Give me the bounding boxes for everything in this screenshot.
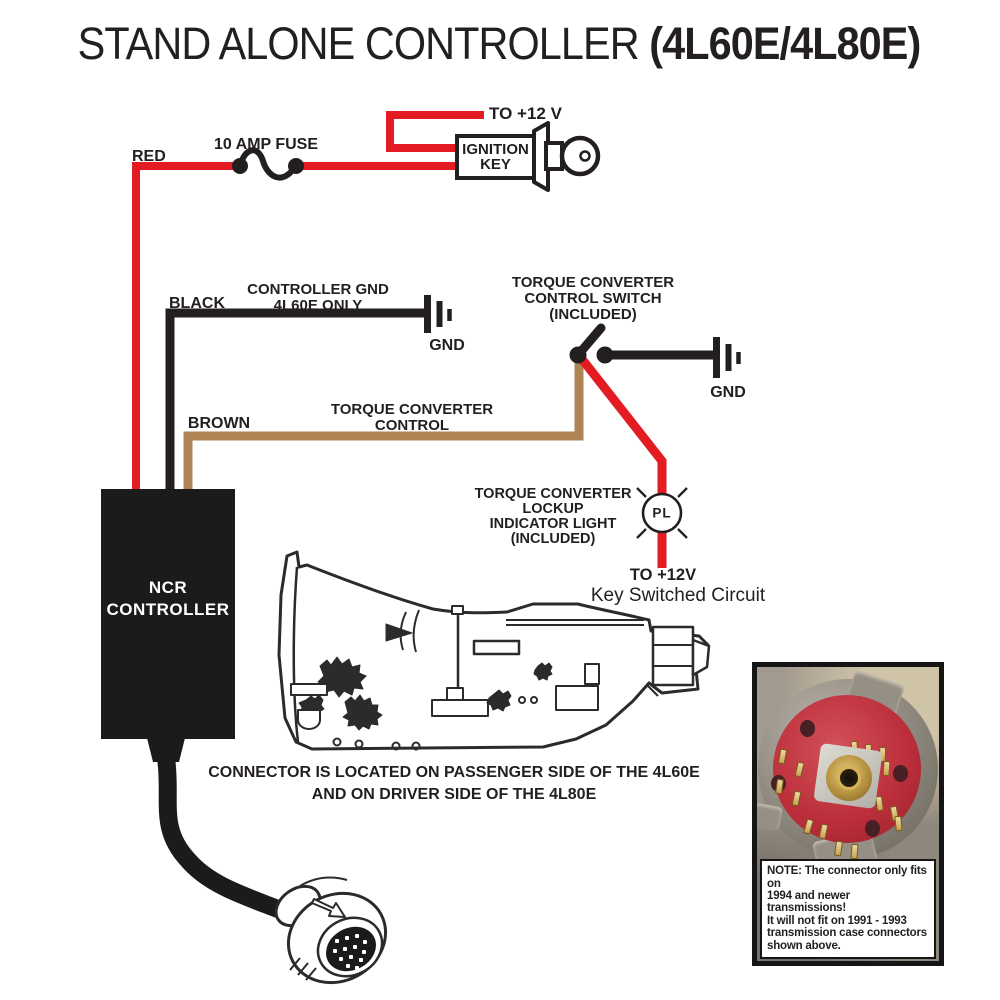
connector-location-caption: CONNECTOR IS LOCATED ON PASSENGER SIDE O… xyxy=(208,762,700,806)
page-title: STAND ALONE CONTROLLER (4L60E/4L80E) xyxy=(41,18,957,70)
controller-gnd-label: CONTROLLER GND 4L60E ONLY xyxy=(247,282,389,313)
page-title-suffix: (4L60E/4L80E) xyxy=(649,18,921,69)
key-switched-label: Key Switched Circuit xyxy=(590,585,766,606)
note-line: 1994 and newer transmissions! xyxy=(767,889,850,915)
note-line: shown above. xyxy=(767,939,841,952)
ignition-key-line2: KEY xyxy=(480,156,511,173)
transmission-sketch xyxy=(277,550,711,751)
page-title-main: STAND ALONE CONTROLLER xyxy=(77,18,640,69)
tcc-switch-line3: (INCLUDED) xyxy=(549,306,637,323)
ground-icon-left xyxy=(424,295,452,333)
connector-center-bore xyxy=(837,766,861,790)
gnd-right-label: GND xyxy=(710,384,746,401)
connector-pin xyxy=(882,760,891,777)
controller-gnd-line1: CONTROLLER GND xyxy=(247,281,389,298)
connector-pin xyxy=(894,815,903,832)
tcc-switch-line2: CONTROL SWITCH xyxy=(524,290,662,307)
red-wire xyxy=(132,111,667,568)
gnd-left-label: GND xyxy=(429,337,465,354)
lockup-light-label: TORQUE CONVERTER LOCKUP INDICATOR LIGHT … xyxy=(475,487,632,547)
ignition-key-box: IGNITION KEY xyxy=(455,134,536,180)
connector-photo-inset: NOTE: The connector only fits on 1994 an… xyxy=(752,662,944,966)
connector-hole xyxy=(800,720,815,737)
connector-hole xyxy=(865,820,880,837)
ignition-key-line1: IGNITION xyxy=(462,141,529,158)
ncr-line2: CONTROLLER xyxy=(106,600,230,619)
ncr-line1: NCR xyxy=(148,578,188,597)
switch-icon xyxy=(569,323,614,364)
ncr-controller-label: NCR CONTROLLER xyxy=(106,577,229,621)
caption-line2: AND ON DRIVER SIDE OF THE 4L80E xyxy=(311,786,597,803)
connector-pin xyxy=(850,843,859,860)
tcc-wire-label: TORQUE CONVERTER CONTROL xyxy=(331,402,493,433)
brown-wire xyxy=(183,358,584,494)
tcc-wire-line1: TORQUE CONVERTER xyxy=(330,401,494,418)
lockup-line1: TORQUE CONVERTER xyxy=(474,486,632,502)
controller-gnd-line2: 4L60E ONLY xyxy=(273,296,363,314)
black-wire xyxy=(165,308,713,494)
note-line: It will not fit on 1991 - 1993 xyxy=(767,914,907,927)
fuse-icon xyxy=(232,147,304,181)
harness-cable xyxy=(147,738,302,924)
lockup-line3: INDICATOR LIGHT xyxy=(489,516,617,532)
note-line: NOTE: The connector only fits on xyxy=(767,865,927,890)
brown-wire-label: BROWN xyxy=(187,415,251,432)
lockup-line2: LOCKUP xyxy=(522,501,584,517)
ground-icon-right xyxy=(713,337,741,378)
lamp-icon xyxy=(636,487,688,539)
connector-tab-left xyxy=(757,802,783,832)
tcc-switch-label: TORQUE CONVERTER CONTROL SWITCH (INCLUDE… xyxy=(512,275,674,323)
black-wire-label: BLACK xyxy=(169,295,225,312)
lamp-text: PL xyxy=(652,505,672,521)
lamp-feed-label: TO +12V xyxy=(629,566,697,584)
caption-line1: CONNECTOR IS LOCATED ON PASSENGER SIDE O… xyxy=(208,764,700,781)
red-wire-label: RED xyxy=(132,148,166,165)
note-line: transmission case connectors xyxy=(767,927,927,940)
fuse-label: 10 AMP FUSE xyxy=(213,136,319,153)
case-connector-sketch xyxy=(274,876,388,985)
ignition-feed-label: TO +12 V xyxy=(489,104,562,123)
lockup-line4: (INCLUDED) xyxy=(510,531,596,547)
tcc-switch-line1: TORQUE CONVERTER xyxy=(511,274,675,291)
photo-note: NOTE: The connector only fits on 1994 an… xyxy=(760,859,936,959)
connector-hole xyxy=(893,765,908,782)
ncr-controller-box xyxy=(101,489,235,739)
tcc-wire-line2: CONTROL xyxy=(374,416,450,434)
ignition-key-icon xyxy=(532,121,601,192)
